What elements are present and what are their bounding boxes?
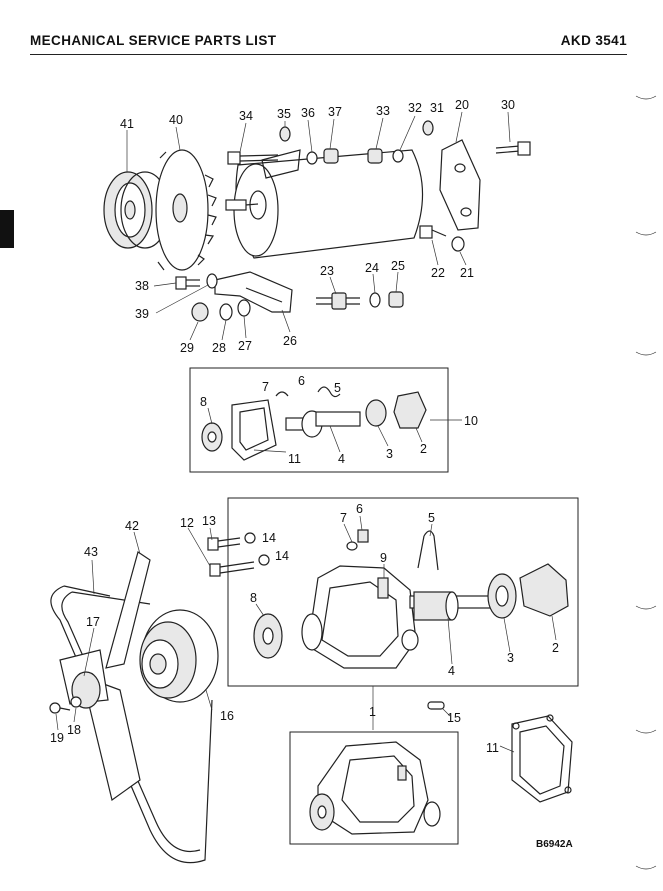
header-rule (30, 54, 627, 55)
callout-31: 31 (430, 101, 444, 115)
page-title: MECHANICAL SERVICE PARTS LIST (30, 33, 277, 48)
leader-lines-top (126, 111, 511, 341)
document-code: AKD 3541 (560, 33, 627, 48)
callout-21: 21 (460, 266, 474, 280)
callout-pin-15: 15 (447, 711, 461, 725)
callout-box-8: 8 (200, 395, 207, 409)
callout-30: 30 (501, 98, 515, 112)
figure-reference: B6942A (536, 839, 573, 850)
callout-28: 28 (212, 341, 226, 355)
callout-fan-14a: 14 (262, 531, 276, 545)
leader-lines-pump-kit (207, 407, 462, 453)
callout-27: 27 (238, 339, 252, 353)
callout-fan-14b: 14 (275, 549, 289, 563)
callout-box-5: 5 (334, 381, 341, 395)
callout-box-3: 3 (386, 447, 393, 461)
callout-box-11: 11 (288, 452, 301, 466)
callout-pump-6: 6 (356, 502, 363, 516)
callout-pump-7: 7 (340, 511, 347, 525)
callout-fan-12: 12 (180, 516, 194, 530)
callout-fan-18: 18 (67, 723, 81, 737)
callout-39: 39 (135, 307, 149, 321)
callout-41: 41 (120, 117, 134, 131)
callout-34: 34 (239, 109, 253, 123)
callout-box-2: 2 (420, 442, 427, 456)
callout-fan-16: 16 (220, 709, 234, 723)
callout-29: 29 (180, 341, 194, 355)
leader-lines-fan (55, 527, 213, 731)
callout-26: 26 (283, 334, 297, 348)
fan-pulley-assembly (49, 532, 270, 864)
callout-fan-19: 19 (50, 731, 64, 745)
callout-35: 35 (277, 107, 291, 121)
callout-38: 38 (135, 279, 149, 293)
callout-pump-4: 4 (448, 664, 455, 678)
callout-fan-42: 42 (125, 519, 139, 533)
callout-pump-2: 2 (552, 641, 559, 655)
callout-box-7: 7 (262, 380, 269, 394)
section-tab-marker (0, 210, 14, 248)
generator-assembly (103, 120, 531, 322)
callout-23: 23 (320, 264, 334, 278)
callout-pump-5: 5 (428, 511, 435, 525)
callout-fan-43: 43 (84, 545, 98, 559)
callout-gasket-11: 11 (486, 741, 499, 755)
callout-pump-9: 9 (380, 551, 387, 565)
pump-kit-parts (201, 386, 427, 461)
callout-22: 22 (431, 266, 445, 280)
callout-fan-13: 13 (202, 514, 216, 528)
callout-37: 37 (328, 105, 342, 119)
callout-pump-8: 8 (250, 591, 257, 605)
pin-part-15 (427, 701, 451, 717)
callout-32: 32 (408, 101, 422, 115)
callout-pump-3: 3 (507, 651, 514, 665)
pump-detail-parts (253, 529, 569, 669)
callout-25: 25 (391, 259, 405, 273)
page-edge-marks (635, 95, 657, 870)
gasket-part-11 (499, 714, 573, 803)
assembled-pump (309, 741, 441, 835)
callout-24: 24 (365, 261, 379, 275)
callout-assembly-1: 1 (369, 705, 376, 719)
callout-40: 40 (169, 113, 183, 127)
callout-box-6: 6 (298, 374, 305, 388)
callout-box-10: 10 (464, 414, 478, 428)
pump-detail-box (227, 497, 579, 687)
fan-part-40 (155, 149, 217, 271)
callout-36: 36 (301, 106, 315, 120)
assembled-pump-box (289, 731, 459, 845)
callout-fan-17: 17 (86, 615, 100, 629)
pulley-part-41 (103, 171, 170, 249)
callout-box-4: 4 (338, 452, 345, 466)
leader-lines-pump-detail (255, 515, 557, 665)
callout-20: 20 (455, 98, 469, 112)
callout-33: 33 (376, 104, 390, 118)
